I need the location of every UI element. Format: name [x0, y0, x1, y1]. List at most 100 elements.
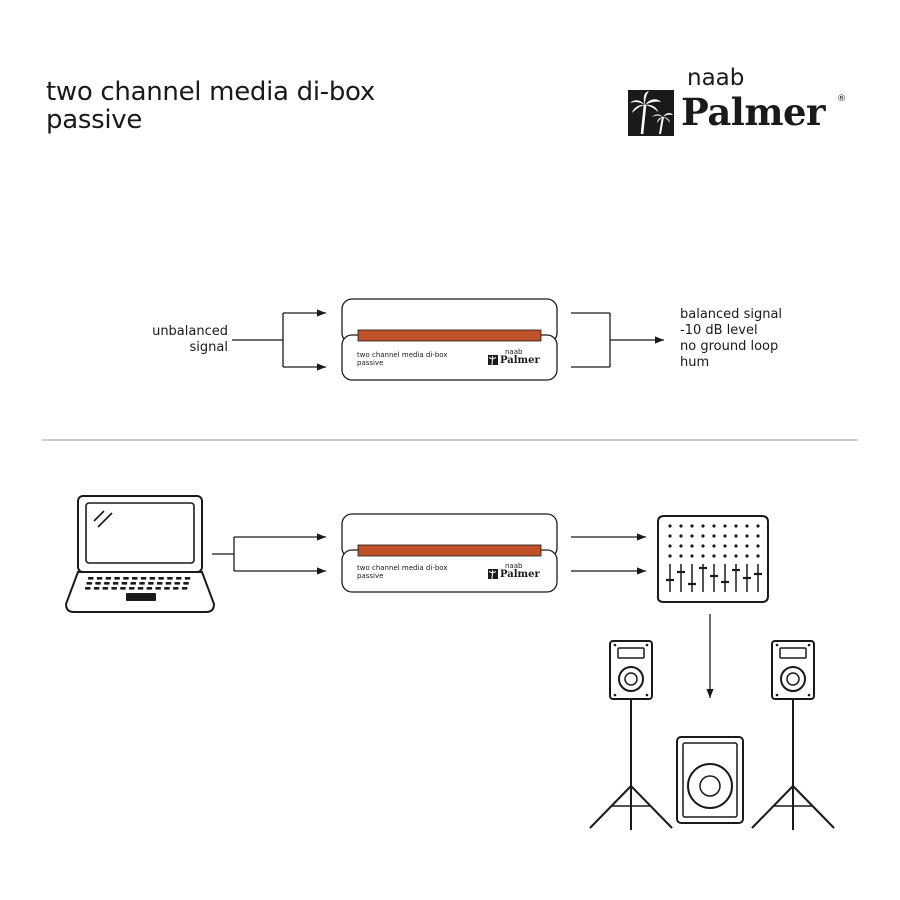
top-output-lines [571, 312, 664, 368]
laptop-key [176, 577, 182, 580]
laptop-key [112, 582, 119, 585]
mixer-knob [712, 544, 716, 548]
palm-tree-logo-icon [628, 90, 674, 136]
mixer-knob [723, 554, 727, 558]
mixer-knob [756, 544, 760, 548]
input-label-line-2: signal [189, 340, 228, 355]
laptop-key [181, 587, 188, 590]
mixer-knob [734, 534, 738, 538]
mixer-knob [723, 534, 727, 538]
speaker-stand-right [751, 699, 835, 830]
bottom-device-label-line-2: passive [357, 572, 384, 580]
subwoofer-icon [676, 736, 744, 824]
laptop-key [184, 577, 191, 580]
mixer-knob [668, 544, 672, 548]
laptop-key [132, 577, 138, 580]
laptop-key [183, 582, 189, 585]
laptop-key [114, 577, 120, 580]
mixer-knob [745, 554, 749, 558]
mixer-knob [723, 524, 727, 528]
brand-naab: naab [687, 65, 745, 91]
mixer-knob [723, 544, 727, 548]
bottom-device-logo-icon [488, 569, 498, 579]
mixer-knob [701, 544, 705, 548]
brand-registered: ® [837, 94, 846, 104]
mixer-knob [756, 534, 760, 538]
brand-logo: naab Palmer ® [626, 64, 856, 144]
output-label-line-3: no ground loop [680, 339, 779, 354]
laptop-key [86, 582, 92, 585]
input-label-line-1: unbalanced [152, 324, 228, 339]
laptop-key [96, 577, 103, 580]
mixer-knob [701, 534, 705, 538]
bottom-device-label-line-1: two channel media di-box [357, 564, 448, 572]
laptop-key [146, 587, 153, 590]
mixer-knob [690, 534, 694, 538]
bottom-output-lines [571, 533, 646, 575]
mixer-knob [679, 524, 683, 528]
studio-monitor-right-icon [771, 640, 815, 700]
output-signal-label: balanced signal -10 dB level no ground l… [680, 307, 782, 371]
top-device-label-line-1: two channel media di-box [357, 351, 448, 359]
mixer-knob [668, 554, 672, 558]
mixer-knob [745, 524, 749, 528]
output-label-line-1: balanced signal [680, 307, 783, 322]
top-device-naab: naab [505, 348, 523, 356]
mixer-knob [756, 524, 760, 528]
laptop-key [140, 577, 147, 580]
laptop-key [149, 577, 156, 580]
title-line-1: two channel media di-box [46, 77, 375, 107]
laptop-key [88, 577, 94, 580]
bottom-device-naab: naab [505, 562, 523, 570]
mixer-knob [690, 554, 694, 558]
page-title: two channel media di-box passive [46, 78, 375, 134]
top-input-lines [232, 309, 326, 371]
brand-name: Palmer [681, 90, 826, 134]
title-line-2: passive [46, 105, 143, 135]
top-device-label: two channel media di-box passive [357, 351, 448, 367]
mixer-knob [712, 524, 716, 528]
laptop-key [120, 587, 126, 590]
mixer-knob [734, 524, 738, 528]
laptop-keys [85, 577, 191, 590]
laptop-key [164, 587, 170, 590]
mixer-knob [668, 534, 672, 538]
mixer-knob [679, 534, 683, 538]
mixer-knob [745, 534, 749, 538]
mixer-icon [656, 515, 769, 603]
laptop-key [102, 587, 109, 590]
bottom-di-box [341, 513, 558, 593]
mixer-knob [756, 554, 760, 558]
laptop-key [167, 577, 173, 580]
laptop-key [155, 587, 161, 590]
input-signal-label: unbalanced signal [120, 324, 228, 356]
speaker-stand-left [589, 699, 673, 830]
bottom-device-label: two channel media di-box passive [357, 564, 448, 580]
laptop-icon [64, 495, 216, 613]
laptop-key [137, 587, 144, 590]
mixer-knob [701, 554, 705, 558]
mixer-knob [668, 524, 672, 528]
studio-monitor-left-icon [609, 640, 653, 700]
laptop-key [104, 582, 110, 585]
mixer-knob [690, 524, 694, 528]
laptop-key [156, 582, 163, 585]
laptop-key [173, 587, 179, 590]
mixer-knob [734, 544, 738, 548]
laptop-key [93, 587, 100, 590]
laptop-key [158, 577, 164, 580]
laptop-key [85, 587, 91, 590]
laptop-key [130, 582, 136, 585]
mixer-knob [679, 554, 683, 558]
laptop-key [174, 582, 180, 585]
top-device-logo-icon [488, 355, 498, 365]
mixer-knob [734, 554, 738, 558]
laptop-key [165, 582, 172, 585]
mixer-knob [701, 524, 705, 528]
output-label-line-4: hum [680, 355, 710, 370]
laptop-key [95, 582, 101, 585]
top-device-label-line-2: passive [357, 359, 384, 367]
output-label-line-2: -10 dB level [680, 323, 758, 338]
top-device-brand: Palmer [500, 355, 540, 366]
